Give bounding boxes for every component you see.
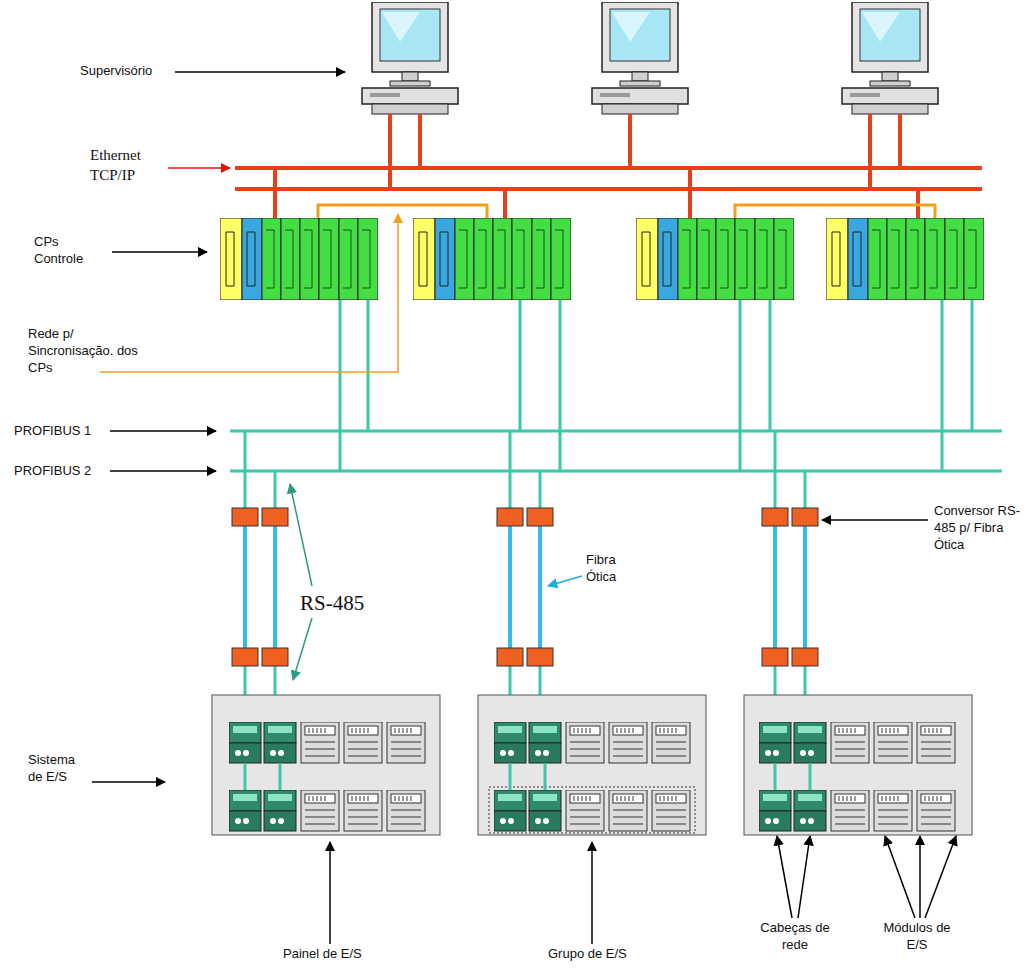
callout-label: Supervisório <box>80 63 175 80</box>
callout-label: Grupo de E/S <box>548 946 648 963</box>
leader-arrow <box>548 576 582 586</box>
io-row <box>494 722 690 763</box>
callout-label: Conversor RS-485 p/ Fibra Ótica <box>934 503 1020 554</box>
leader-arrow <box>92 72 956 944</box>
callout-label: Sistema de E/S <box>28 752 90 786</box>
leader-arrow <box>168 167 230 169</box>
computer-icon <box>362 2 458 114</box>
converter-box <box>232 508 818 666</box>
network-label: Ethernet TCP/IP <box>90 146 165 185</box>
fiber-line <box>245 526 805 648</box>
io-panel <box>212 695 972 835</box>
interface-label: RS-485 <box>300 590 390 617</box>
plc-rack <box>826 218 984 300</box>
leader-arrow <box>293 618 312 680</box>
callout-label: Fibra Ótica <box>586 552 646 586</box>
io-row <box>759 790 955 831</box>
plc-rack <box>220 218 378 300</box>
plc-rack <box>636 218 794 300</box>
bus-label: PROFIBUS 2 <box>14 463 109 480</box>
callout-label: CPs Controle <box>34 234 109 268</box>
io-row <box>229 790 425 831</box>
callout-label: Rede p/ Sincronisação. dos CPs <box>28 326 143 377</box>
profibus-line <box>245 763 810 790</box>
profibus-line <box>230 300 1002 800</box>
io-row <box>494 790 690 831</box>
io-row <box>759 722 955 763</box>
plc-rack <box>413 218 571 300</box>
bus-label: PROFIBUS 1 <box>14 423 109 440</box>
io-row <box>229 722 425 763</box>
computer-icon <box>592 2 688 114</box>
callout-label: Módulos de E/S <box>872 920 962 954</box>
leader-arrow <box>290 484 312 586</box>
ethernet-bus <box>235 114 982 218</box>
computer-icon <box>842 2 938 114</box>
leader-arrow <box>100 214 398 372</box>
callout-label: Painel de E/S <box>283 946 393 963</box>
sync-link <box>318 205 935 218</box>
callout-label: Cabeças de rede <box>760 920 830 954</box>
